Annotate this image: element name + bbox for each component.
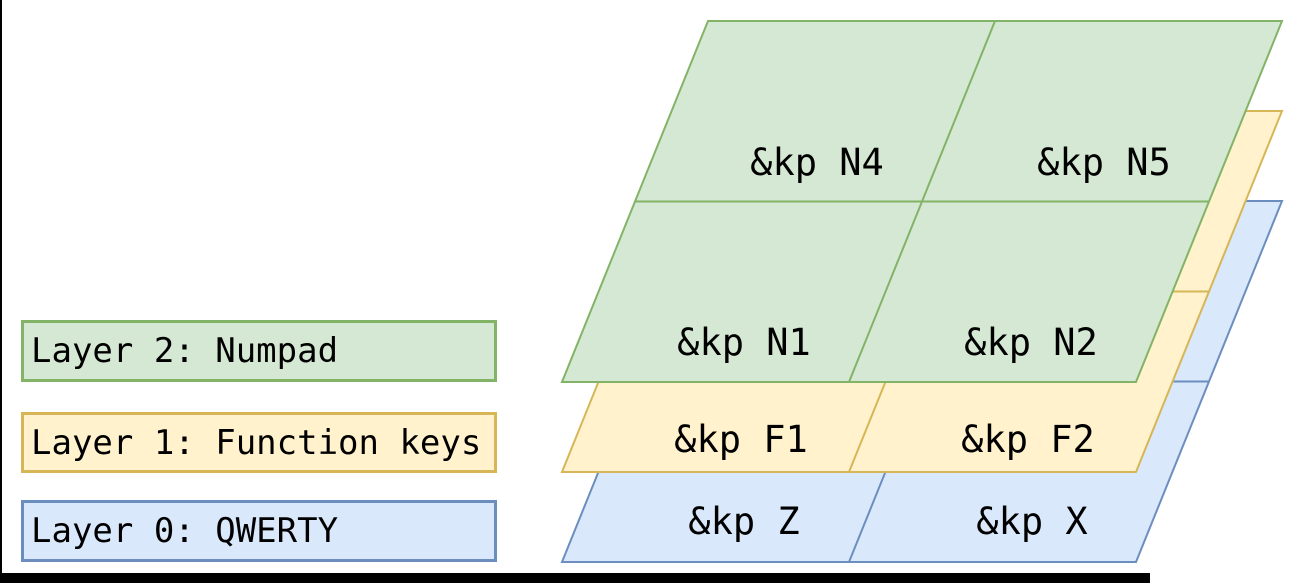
key-f2-label: &kp F2	[961, 418, 1095, 461]
legend-box-layer-2: Layer 2: Numpad	[21, 320, 497, 382]
key-f1-label: &kp F1	[674, 418, 808, 461]
legend-label-layer-0: Layer 0: QWERTY	[31, 511, 339, 551]
key-n5-label: &kp N5	[1037, 141, 1171, 184]
legend-label-layer-1: Layer 1: Function keys	[31, 422, 482, 463]
key-n4-label: &kp N4	[750, 141, 884, 184]
layer-2-numpad-plane	[560, 20, 1284, 383]
frame-bottom-border	[0, 573, 1150, 583]
frame-left-border	[0, 0, 2, 583]
key-x-label: &kp X	[976, 500, 1087, 543]
key-n1-label: &kp N1	[677, 321, 811, 364]
key-z-label: &kp Z	[688, 500, 799, 543]
legend-box-layer-1: Layer 1: Function keys	[21, 412, 497, 473]
legend-box-layer-0: Layer 0: QWERTY	[21, 500, 497, 562]
legend-label-layer-2: Layer 2: Numpad	[31, 331, 339, 371]
key-n2-label: &kp N2	[964, 321, 1098, 364]
layer-2-column-divider	[848, 20, 996, 383]
